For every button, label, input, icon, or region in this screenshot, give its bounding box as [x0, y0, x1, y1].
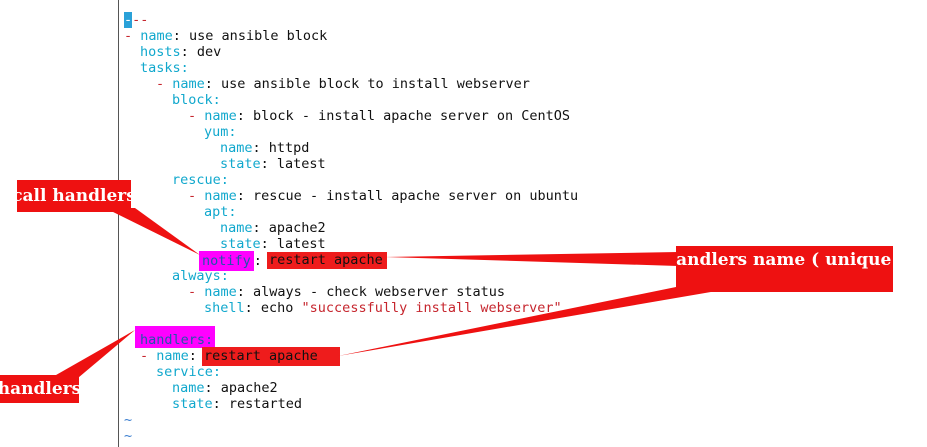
notify-keyword-highlight: notify [199, 251, 254, 271]
code-line-13[interactable]: apt: [204, 204, 237, 220]
code-line-3[interactable]: hosts: dev [140, 44, 222, 60]
handlers-highlight [135, 326, 215, 348]
code-line-4[interactable]: tasks: [140, 60, 189, 76]
code-line-6[interactable]: block: [172, 92, 221, 108]
code-line-5[interactable]: - name: use ansible block to install web… [156, 76, 530, 92]
code-line-16[interactable]: notify: [199, 251, 266, 271]
code-line-10[interactable]: state: latest [220, 156, 326, 172]
handlers-name-callout: handlers name ( unique ) [676, 246, 893, 292]
vim-editor-pane[interactable] [118, 0, 927, 447]
code-line-8[interactable]: yum: [204, 124, 237, 140]
code-line-15[interactable]: state: latest [220, 236, 326, 252]
code-line-9[interactable]: name: httpd [220, 140, 310, 156]
empty-line-marker: ~ [124, 428, 133, 444]
code-line-22[interactable]: service: [156, 364, 222, 380]
cursor: - [124, 12, 133, 28]
handler-name-highlight: restart apache [202, 347, 340, 366]
code-line-20[interactable]: handlers: [140, 332, 214, 348]
code-line-1[interactable]: --- [124, 12, 149, 28]
handlers-callout: handlers [0, 375, 79, 403]
empty-line-marker: ~ [124, 412, 133, 428]
notify-value-highlight: restart apache [267, 252, 387, 269]
code-line-7[interactable]: - name: block - install apache server on… [188, 108, 571, 124]
code-line-17[interactable]: always: [172, 268, 229, 284]
code-line-19[interactable]: shell: echo "successfully install webser… [204, 300, 562, 316]
code-line-18[interactable]: - name: always - check webserver status [188, 284, 506, 300]
code-line-12[interactable]: - name: rescue - install apache server o… [188, 188, 579, 204]
code-line-2[interactable]: - name: use ansible block [124, 28, 328, 44]
code-line-24[interactable]: state: restarted [172, 396, 303, 412]
call-handlers-callout: call handlers [17, 180, 131, 212]
code-line-11[interactable]: rescue: [172, 172, 229, 188]
code-line-21[interactable]: - name: [140, 348, 206, 364]
code-line-14[interactable]: name: apache2 [220, 220, 326, 236]
code-line-23[interactable]: name: apache2 [172, 380, 278, 396]
